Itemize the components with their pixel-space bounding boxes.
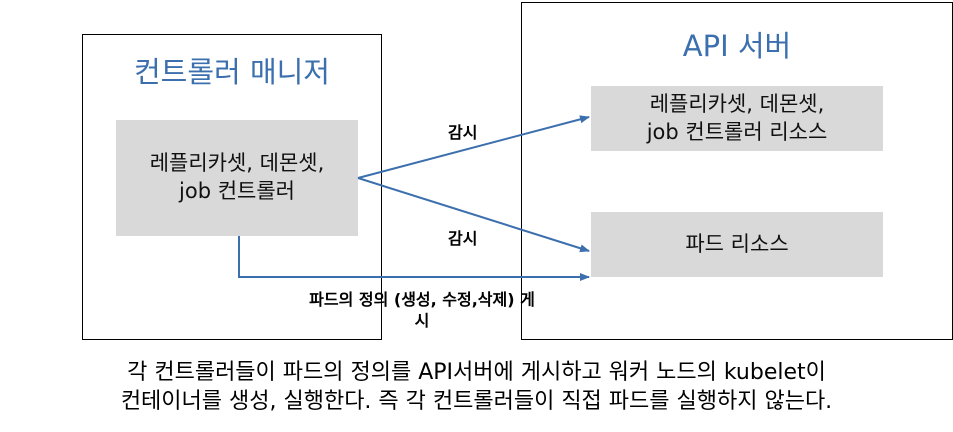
resources-box-line-2: job 컨트롤러 리소스 xyxy=(646,119,828,144)
api-server-title: API 서버 xyxy=(682,29,792,63)
post-label-line-1: 파드의 정의 (생성, 수정,삭제) 게 xyxy=(309,290,535,309)
caption-line-1: 각 컨트롤러들이 파드의 정의를 API서버에 게시하고 워커 노드의 kube… xyxy=(127,360,826,385)
post-label-line-2: 시 xyxy=(414,310,430,330)
watch-label-bottom: 감시 xyxy=(448,229,478,248)
caption-line-2: 컨테이너를 생성, 실행한다. 즉 각 컨트롤러들이 직접 파드를 실행하지 않… xyxy=(120,389,833,415)
controller-resources-box: 레플리카셋, 데몬셋, job 컨트롤러 리소스 xyxy=(591,86,883,151)
caption: 각 컨트롤러들이 파드의 정의를 API서버에 게시하고 워커 노드의 kube… xyxy=(0,358,953,417)
controller-box-line-1: 레플리카셋, 데몬셋, xyxy=(149,151,325,176)
controller-manager-title: 컨트롤러 매니저 xyxy=(134,55,330,89)
post-label: 파드의 정의 (생성, 수정,삭제) 게 시 xyxy=(262,290,582,332)
resources-box-line-1: 레플리카셋, 데몬셋, xyxy=(649,91,825,116)
watch-label-top: 감시 xyxy=(448,123,478,142)
controller-box-line-2: job 컨트롤러 xyxy=(179,179,295,203)
watch-arrow-bottom xyxy=(357,177,590,253)
pod-resources-label: 파드 리소스 xyxy=(685,231,789,256)
post-arrow xyxy=(238,236,590,281)
controller-box: 레플리카셋, 데몬셋, job 컨트롤러 xyxy=(116,120,358,236)
watch-arrow-top xyxy=(357,115,590,179)
pod-resources-box: 파드 리소스 xyxy=(591,212,883,277)
api-server-frame: API 서버 xyxy=(521,2,953,340)
